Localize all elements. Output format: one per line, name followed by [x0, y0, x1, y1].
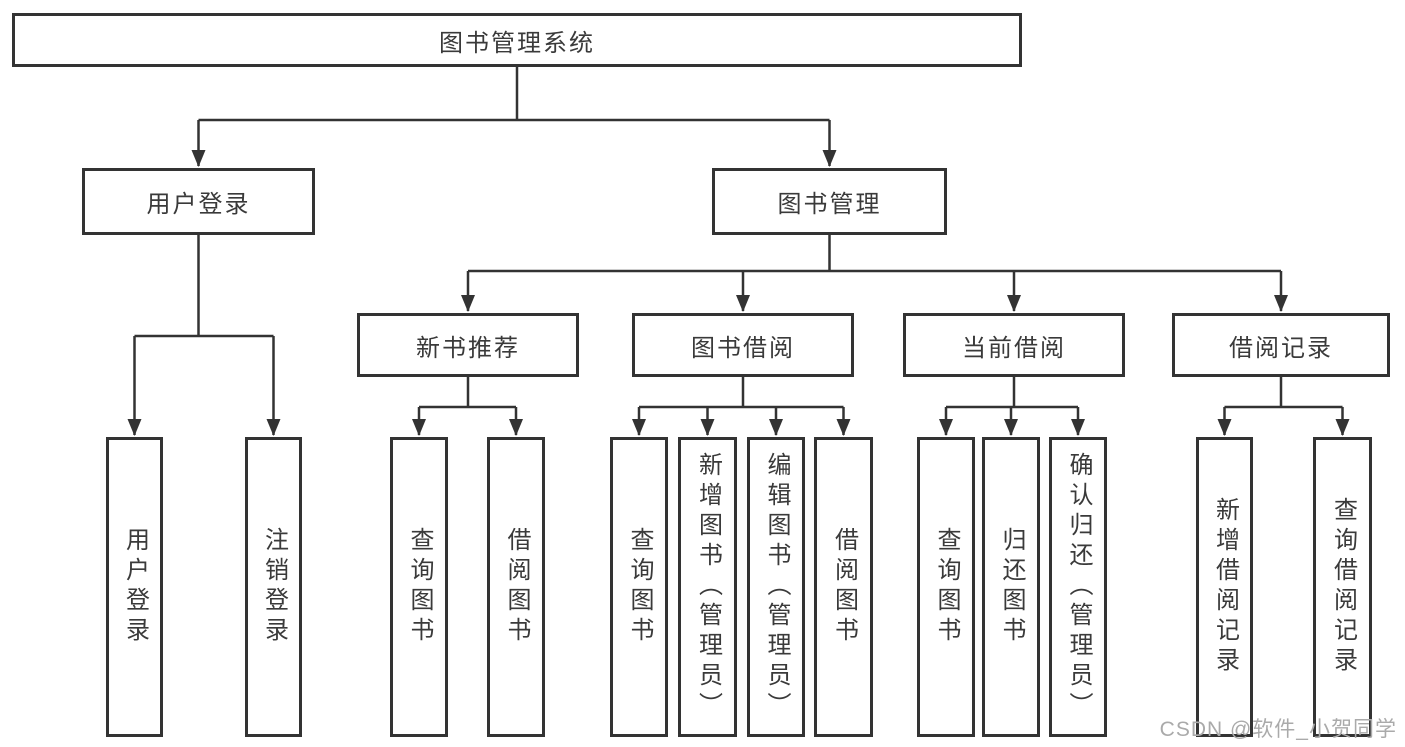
- leaf-br-add-borrow-record: 新增借阅记录: [1196, 437, 1253, 737]
- leaf-bb-edit-books-admin-label: 编辑图书（管理员）: [763, 452, 790, 722]
- leaf-cb-query-books-label: 查询图书: [933, 527, 960, 647]
- node-new-book-recommend: 新书推荐: [357, 313, 579, 377]
- leaf-nbr-borrow-books-label: 借阅图书: [503, 527, 530, 647]
- connector-user-login-to-leaves: [127, 235, 281, 436]
- leaf-bb-query-books: 查询图书: [610, 437, 668, 737]
- leaf-br-add-borrow-record-label: 新增借阅记录: [1211, 497, 1239, 677]
- connector-new-book-recommend-to-leaves: [412, 377, 523, 436]
- leaf-bb-borrow-books: 借阅图书: [814, 437, 873, 737]
- leaf-nbr-borrow-books: 借阅图书: [487, 437, 545, 737]
- leaf-logout: 注销登录: [245, 437, 302, 737]
- leaf-bb-borrow-books-label: 借阅图书: [830, 527, 858, 647]
- leaf-bb-query-books-label: 查询图书: [626, 527, 653, 647]
- leaf-br-query-borrow-record: 查询借阅记录: [1313, 437, 1372, 737]
- node-borrowing-records: 借阅记录: [1172, 313, 1390, 377]
- node-book-borrowing: 图书借阅: [632, 313, 854, 377]
- csdn-watermark: CSDN @软件_小贺同学: [1159, 718, 1397, 741]
- node-root: 图书管理系统: [12, 13, 1022, 67]
- leaf-cb-return-books: 归还图书: [982, 437, 1040, 737]
- leaf-bb-add-books-admin-label: 新增图书（管理员）: [694, 452, 722, 722]
- node-book-management: 图书管理: [712, 168, 947, 235]
- connector-book-borrowing-to-leaves: [632, 377, 851, 436]
- leaf-bb-add-books-admin: 新增图书（管理员）: [678, 437, 737, 737]
- leaf-logout-label: 注销登录: [260, 527, 288, 647]
- leaf-user-login: 用户登录: [106, 437, 163, 737]
- node-user-login: 用户登录: [82, 168, 315, 235]
- leaf-nbr-query-books: 查询图书: [390, 437, 448, 737]
- leaf-cb-confirm-return-admin-label: 确认归还（管理员）: [1065, 452, 1092, 722]
- leaf-bb-edit-books-admin: 编辑图书（管理员）: [747, 437, 805, 737]
- leaf-cb-query-books: 查询图书: [917, 437, 975, 737]
- leaf-br-query-borrow-record-label: 查询借阅记录: [1329, 497, 1357, 677]
- node-current-borrowing: 当前借阅: [903, 313, 1125, 377]
- leaf-user-login-label: 用户登录: [121, 527, 149, 647]
- leaf-cb-confirm-return-admin: 确认归还（管理员）: [1049, 437, 1107, 737]
- connector-current-borrowing-to-leaves: [939, 377, 1085, 436]
- connector-book-management-to-level3: [461, 235, 1288, 312]
- connector-root-to-level2: [191, 67, 837, 167]
- leaf-cb-return-books-label: 归还图书: [998, 527, 1025, 647]
- connector-borrowing-records-to-leaves: [1217, 377, 1350, 436]
- leaf-nbr-query-books-label: 查询图书: [406, 527, 433, 647]
